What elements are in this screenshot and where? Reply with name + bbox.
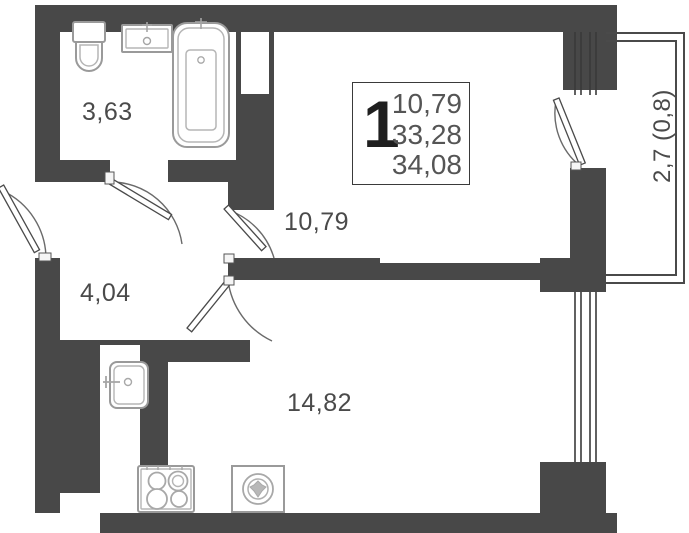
- balcony-door: [552, 97, 587, 171]
- apartment-info-box: 1 10,79 33,28 34,08: [352, 82, 470, 185]
- living-room-window: [574, 32, 597, 95]
- area-label-hallway: 4,04: [80, 279, 131, 307]
- area-total-value: 33,28: [391, 118, 462, 150]
- windows: [574, 32, 597, 462]
- area-label-kitchen: 14,82: [287, 389, 353, 417]
- kitchen-door: [186, 275, 273, 342]
- washbasin-fixture: [121, 22, 173, 53]
- room-count: 1: [363, 87, 400, 161]
- bathroom-door: [104, 171, 183, 245]
- bathroom-fixtures: [72, 18, 230, 148]
- area-label-bathroom: 3,63: [82, 98, 133, 126]
- entrance-door: [0, 184, 52, 262]
- stove-fixture: [137, 465, 195, 513]
- kitchen-sink-fixture: [103, 361, 149, 409]
- area-label-balcony: 2,7 (0,8): [649, 89, 676, 183]
- doors: [0, 97, 587, 342]
- toilet-fixture: [72, 21, 106, 72]
- balcony-outline: [606, 32, 685, 284]
- area-living-value: 10,79: [391, 88, 462, 119]
- washing-machine-fixture: [231, 465, 285, 513]
- kitchen-window: [574, 292, 597, 462]
- living-room-door: [223, 204, 275, 264]
- bathtub-fixture: [172, 18, 230, 148]
- area-label-living-room: 10,79: [284, 208, 350, 236]
- kitchen-fixtures: [103, 361, 285, 513]
- area-total-balcony-value: 34,08: [391, 149, 462, 181]
- area-values: 10,79 33,28 34,08: [391, 88, 462, 181]
